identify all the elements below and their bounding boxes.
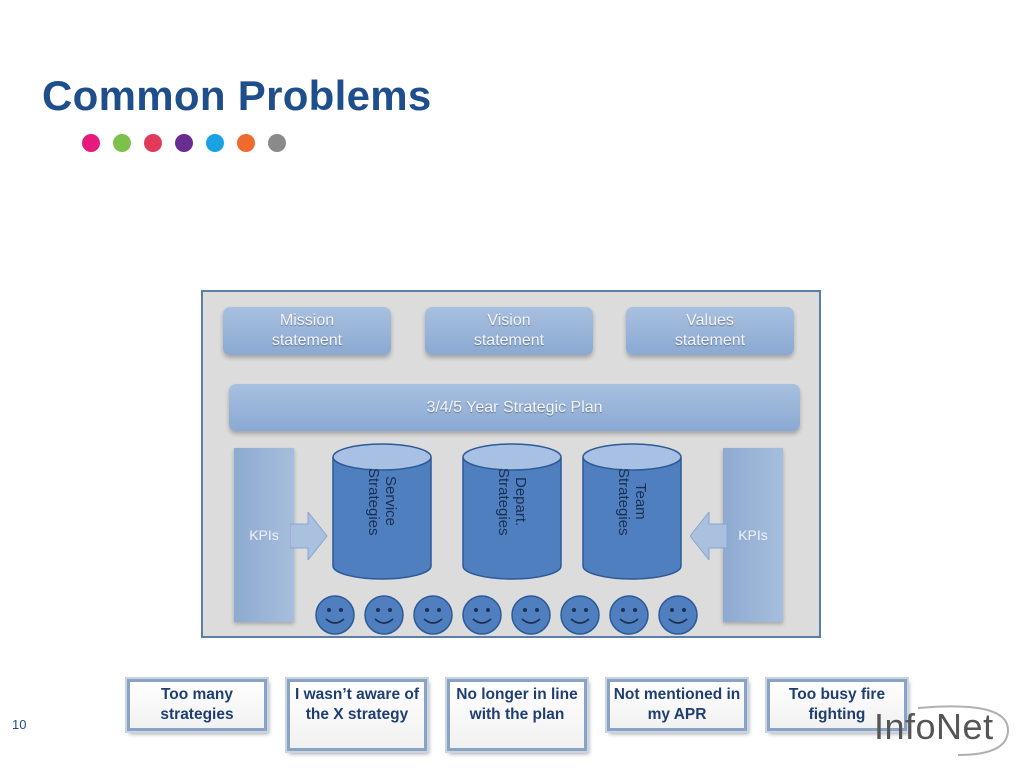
smiley-face-icon	[462, 595, 502, 635]
problem-box-2: I wasn’t aware of the X strategy	[287, 679, 427, 751]
problem-text-5: Too busy fire fighting	[788, 686, 886, 723]
infonet-swoosh-icon	[917, 705, 1010, 756]
dot-red	[144, 134, 162, 152]
problem-text-2: I wasn’t aware of the X strategy	[294, 686, 420, 723]
problem-box-1: Too many strategies	[127, 679, 267, 731]
problem-text-4: Not mentioned in my APR	[613, 686, 741, 723]
dot-grey	[268, 134, 286, 152]
slide-title: Common Problems	[42, 72, 432, 119]
dot-blue	[206, 134, 224, 152]
vision-statement-box: Vision statement	[425, 307, 593, 355]
team-strategies-cylinder: Team Strategies	[582, 443, 682, 580]
smiley-face-icon	[560, 595, 600, 635]
smiley-face-icon	[413, 595, 453, 635]
color-dots	[82, 134, 286, 152]
infonet-logo: InfoNet	[874, 706, 994, 747]
problem-box-5: Too busy fire fighting	[767, 679, 907, 731]
service-strategies-cylinder: Service Strategies	[332, 443, 432, 580]
smiley-face-icon	[315, 595, 355, 635]
mission-statement-box: Mission statement	[223, 307, 391, 355]
vision-statement-label: Vision statement	[473, 312, 545, 349]
problem-box-3: No longer in line with the plan	[447, 679, 587, 751]
smiley-face-icon	[364, 595, 404, 635]
problem-text-1: Too many strategies	[160, 686, 234, 723]
problem-box-4: Not mentioned in my APR	[607, 679, 747, 731]
arrow-left-icon	[690, 512, 728, 560]
cylinder-shape	[332, 443, 432, 580]
dot-purple	[175, 134, 193, 152]
kpi-column-left: KPIs	[234, 448, 294, 622]
page-number: 10	[12, 717, 27, 732]
strategic-plan-label: 3/4/5 Year Strategic Plan	[426, 398, 603, 416]
kpi-label-left: KPIs	[249, 527, 279, 543]
smiley-face-icon	[511, 595, 551, 635]
dot-pink	[82, 134, 100, 152]
arrow-right-icon	[290, 512, 328, 560]
mission-statement-label: Mission statement	[271, 312, 343, 349]
cylinder-shape	[462, 443, 562, 580]
smiley-face-icon	[609, 595, 649, 635]
depart-strategies-cylinder: Depart. Strategies	[462, 443, 562, 580]
smiley-face-icon	[658, 595, 698, 635]
dot-orange	[237, 134, 255, 152]
values-statement-box: Values statement	[626, 307, 794, 355]
dot-green	[113, 134, 131, 152]
cylinder-shape	[582, 443, 682, 580]
problem-text-3: No longer in line with the plan	[456, 686, 578, 723]
values-statement-label: Values statement	[674, 312, 746, 349]
strategic-plan-bar: 3/4/5 Year Strategic Plan	[229, 384, 800, 431]
kpi-column-right: KPIs	[723, 448, 783, 622]
kpi-label-right: KPIs	[738, 527, 768, 543]
